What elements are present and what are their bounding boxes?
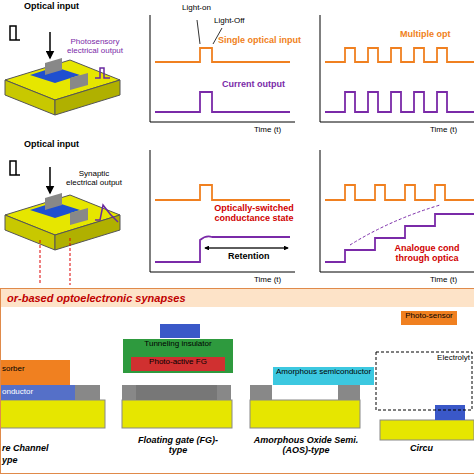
layer-label: Photo-active FG bbox=[134, 358, 222, 367]
graph bbox=[150, 15, 295, 122]
annotation-label: Multiple opt bbox=[400, 30, 451, 40]
annotation-label: Time (t) bbox=[430, 276, 457, 285]
layer-label: Tunneling insulator bbox=[126, 340, 230, 349]
annotation-label: sorber bbox=[2, 365, 25, 374]
annotation-label: Retention bbox=[228, 252, 270, 262]
device-layer: Photo-sensor bbox=[401, 311, 457, 325]
annotation-label: Amorphous Oxide Semi. (AOS)-type bbox=[246, 436, 366, 456]
device-layer: Electrolyt bbox=[377, 353, 473, 367]
annotation-label: onductor bbox=[2, 388, 33, 397]
section-panel: or-based optoelectronic synapsesTunnelin… bbox=[0, 288, 474, 474]
annotation-label: Light-Off bbox=[214, 17, 245, 26]
annotation-label: Optical input bbox=[24, 140, 79, 150]
annotation-label: Synaptic electrical output bbox=[62, 170, 126, 188]
graph bbox=[150, 150, 295, 272]
graph bbox=[320, 15, 474, 122]
annotation-label: Time (t) bbox=[254, 126, 281, 135]
annotation-label: Time (t) bbox=[430, 126, 457, 135]
device-layer: Photo-active FG bbox=[131, 357, 225, 371]
annotation-label: re Channel bbox=[2, 444, 49, 454]
device-cross-sections bbox=[0, 324, 474, 440]
layer-label: or-based optoelectronic synapses bbox=[1, 289, 474, 307]
annotation-label: Floating gate (FG)-type bbox=[132, 436, 224, 456]
annotation-label: Analogue cond through optica bbox=[384, 244, 470, 264]
annotation-label: Optically-switched conductance state bbox=[214, 204, 294, 224]
device-layer: Tunneling insulatorPhoto-active FG bbox=[123, 339, 233, 373]
annotation-label: Single optical input bbox=[218, 36, 301, 46]
annotation-label: Time (t) bbox=[254, 276, 281, 285]
graph bbox=[320, 150, 474, 272]
annotation-label: Light-on bbox=[182, 4, 211, 13]
annotation-label: Photosensory electrical output bbox=[60, 38, 130, 56]
annotation-label: ype bbox=[2, 456, 18, 466]
layer-label: Photo-sensor bbox=[404, 312, 454, 321]
annotation-label: Optical input bbox=[24, 2, 79, 12]
layer-label: Amorphous semiconductor bbox=[276, 368, 371, 377]
annotation-label: Circu bbox=[410, 444, 433, 454]
device-layer: Amorphous semiconductor bbox=[273, 367, 374, 385]
annotation-label: Current output bbox=[222, 80, 285, 90]
layer-label: Electrolyt bbox=[380, 354, 470, 363]
